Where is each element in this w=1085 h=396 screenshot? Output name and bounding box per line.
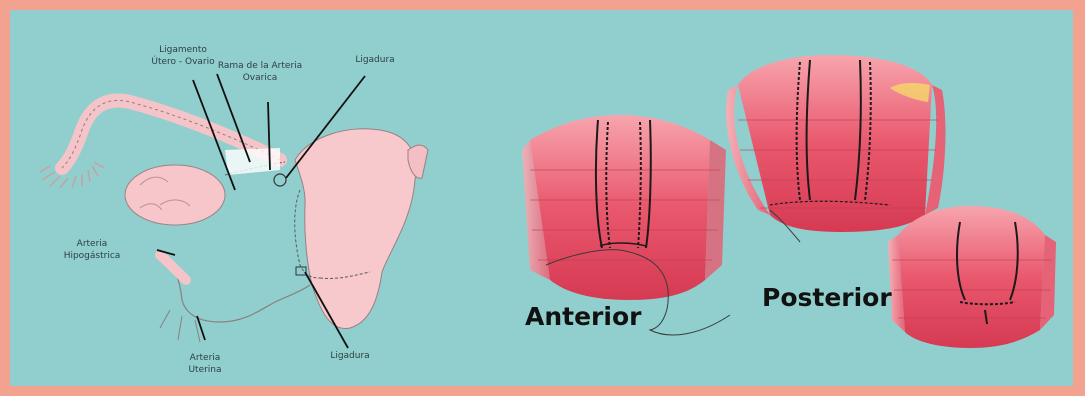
posterior-uterus-illustration (726, 55, 945, 242)
label-arteria-hipogastrica: Arteria Hipogástrica (52, 238, 132, 262)
label-ligadura-top: Ligadura (345, 54, 405, 66)
label-rama-arteria-ovarica: Rama de la Arteria Ovarica (210, 60, 310, 84)
label-arteria-hipo-line2: Hipogástrica (52, 250, 132, 262)
label-ligadura-bottom: Ligadura (320, 350, 380, 362)
posterior-uterus-sutured-illustration (888, 206, 1056, 348)
diagram-panel: Ligamento Útero - Ovario Rama de la Arte… (10, 10, 1073, 386)
label-rama-line1: Rama de la Arteria (210, 60, 310, 72)
label-ligadura-top-text: Ligadura (345, 54, 405, 66)
label-ligamento-line1: Ligamento (138, 44, 228, 56)
caption-posterior: Posterior (762, 283, 892, 312)
label-arteria-uterina: Arteria Uterina (165, 352, 245, 376)
label-rama-line2: Ovarica (210, 72, 310, 84)
label-ligadura-bottom-text: Ligadura (320, 350, 380, 362)
caption-anterior: Anterior (525, 302, 641, 331)
label-arteria-ut-line1: Arteria (165, 352, 245, 364)
label-arteria-hipo-line1: Arteria (52, 238, 132, 250)
label-arteria-ut-line2: Uterina (165, 364, 245, 376)
uterus-anatomy-illustration (40, 100, 428, 342)
